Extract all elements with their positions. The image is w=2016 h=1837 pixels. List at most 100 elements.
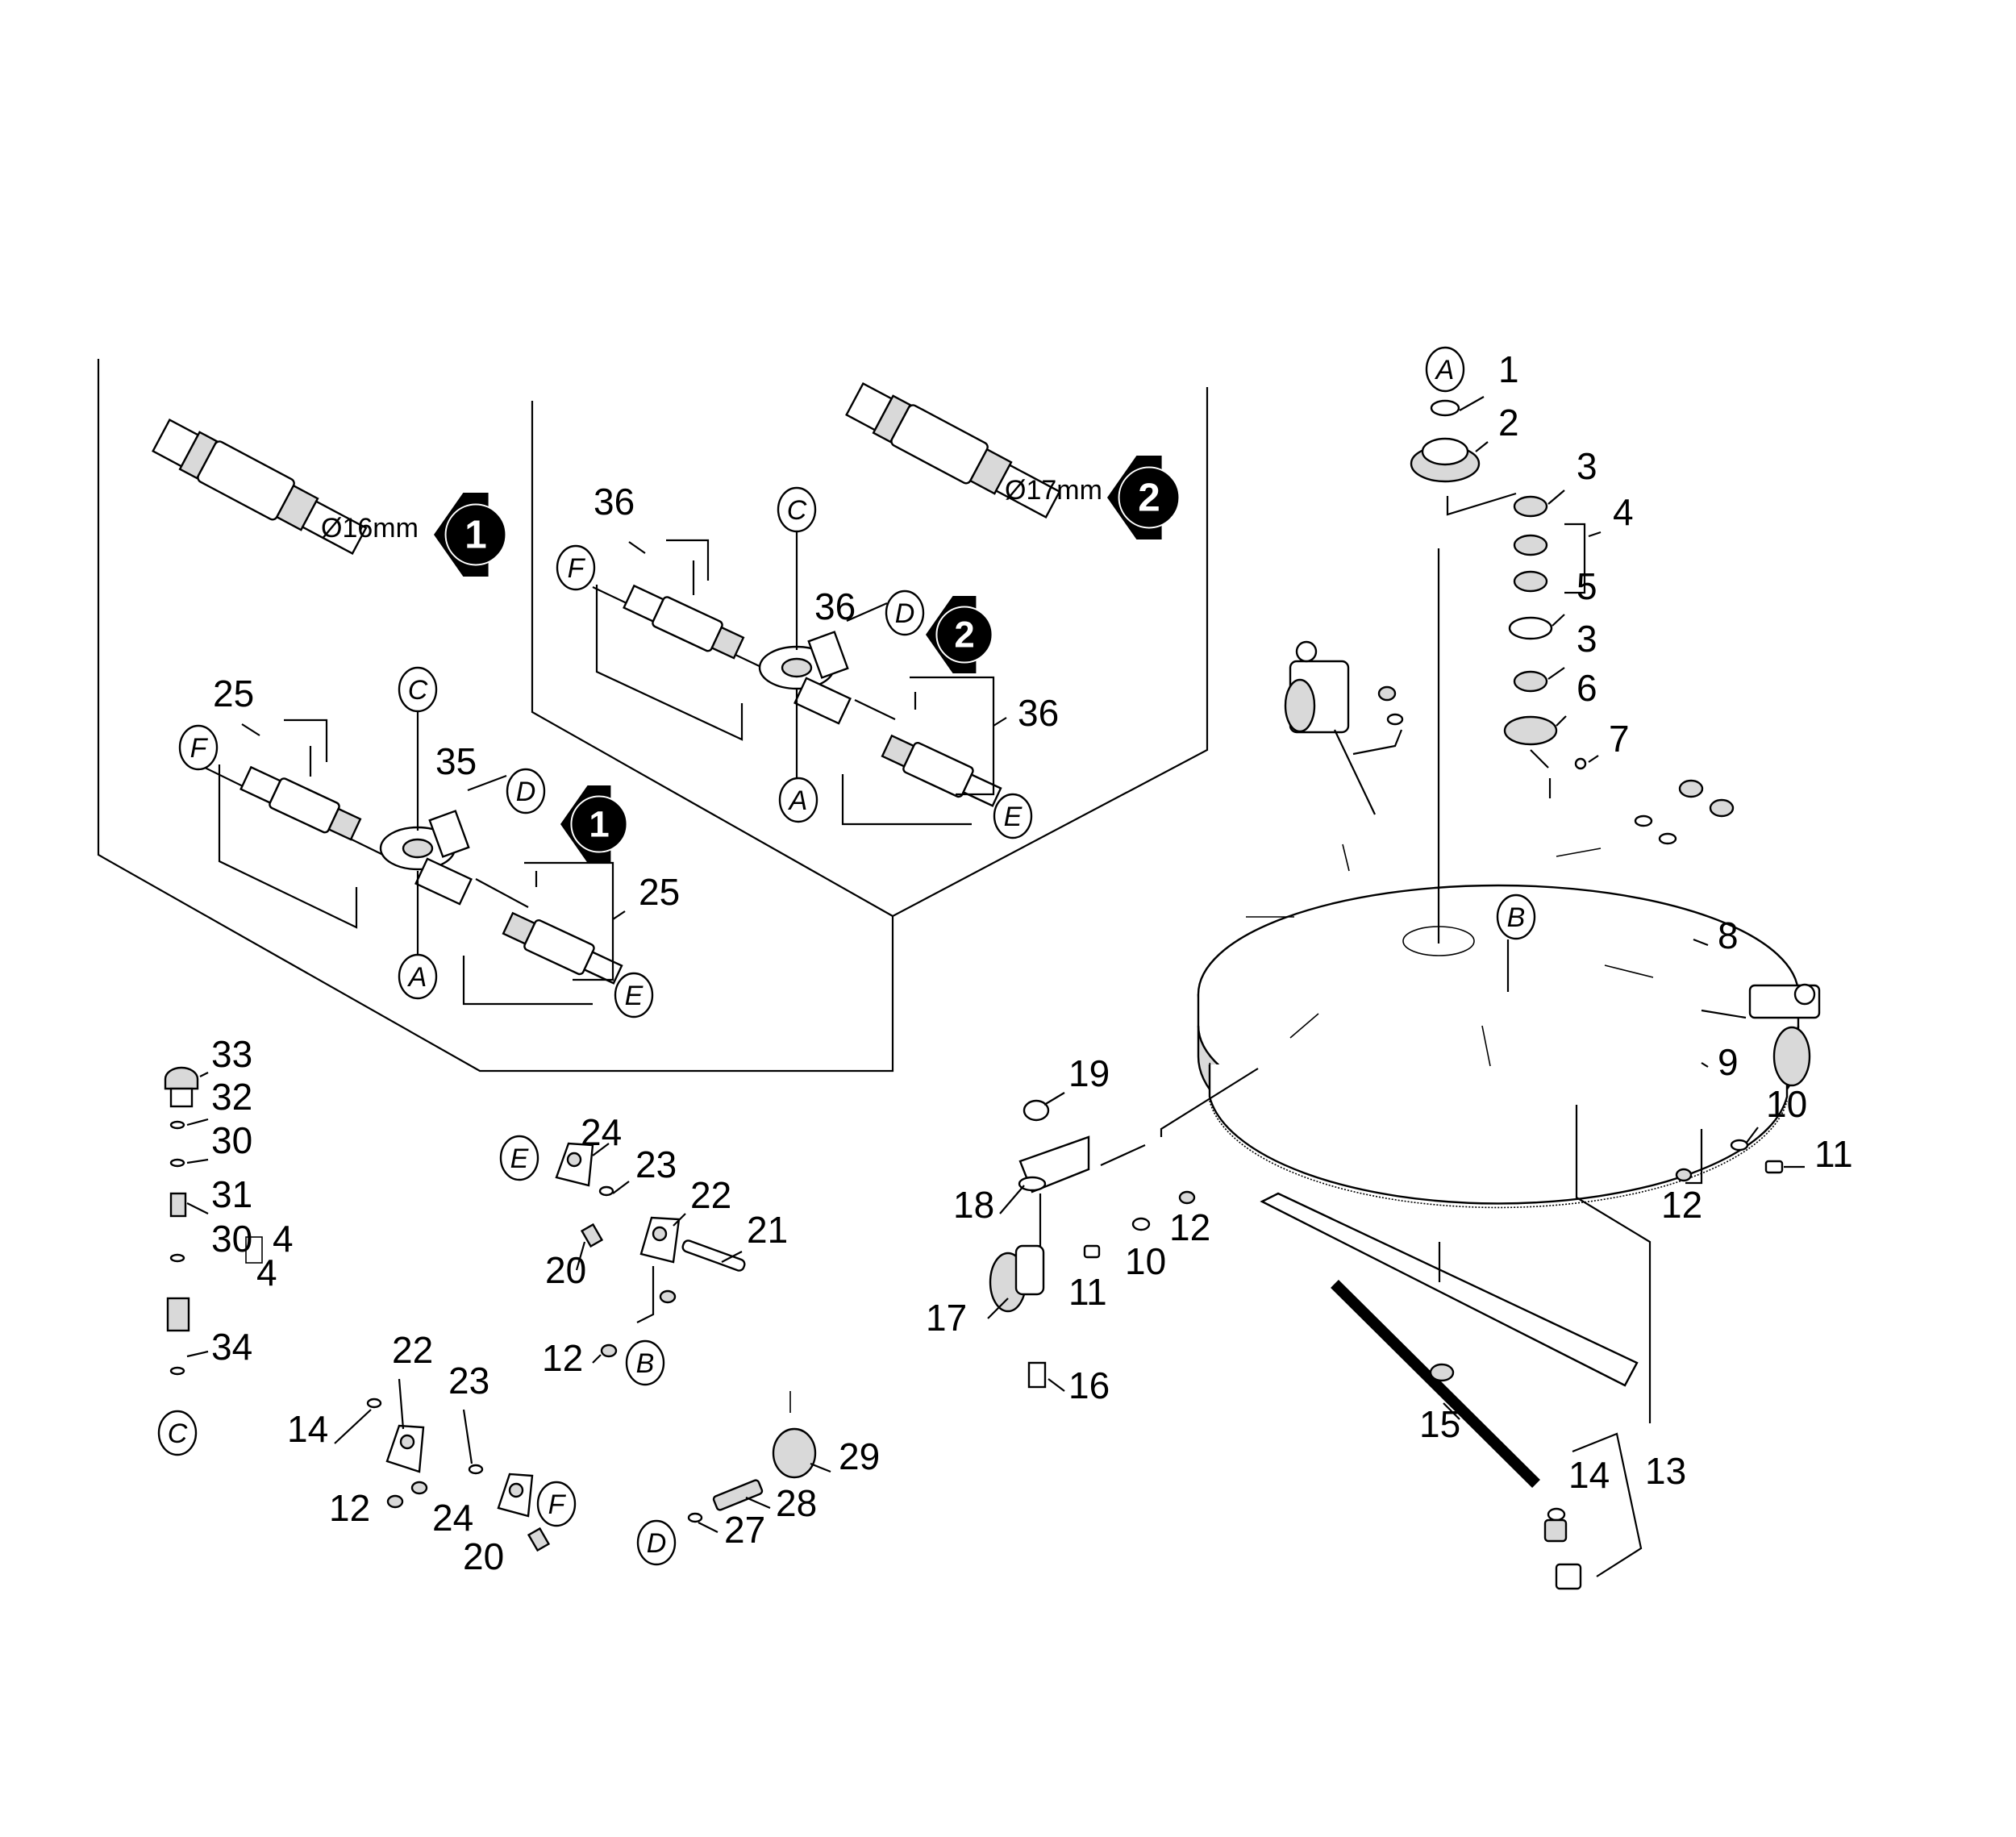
part-number-16: 16 — [1068, 1364, 1110, 1406]
ref-letter-text: A — [788, 785, 808, 816]
ref-letter-text: E — [510, 1143, 529, 1174]
part-number-36b: 36 — [814, 585, 856, 627]
ref-letter-circle — [506, 768, 546, 814]
diameter-label-v2: Ø17mm — [1005, 475, 1102, 506]
nozzle-27-29 — [687, 1391, 817, 1523]
ref-letter-A-top: A — [1425, 346, 1465, 393]
ref-letter-F-left: F — [178, 724, 219, 771]
variant-frames — [97, 359, 1209, 1073]
ref-letter-text: A — [1435, 355, 1455, 385]
surface-cleaner-disc — [1197, 548, 1800, 1209]
caster-wheel-bottom — [989, 1068, 1259, 1389]
badge-circle — [570, 795, 628, 853]
ref-letter-text: C — [787, 495, 807, 526]
ref-letter-text: F — [190, 733, 209, 764]
nozzle-stack — [164, 1066, 263, 1376]
ref-letter-A-left: A — [398, 953, 438, 1000]
ref-letter-circle — [178, 724, 219, 771]
ref-letter-text: B — [1507, 902, 1526, 933]
part-number-14a: 14 — [1568, 1454, 1610, 1496]
hub-stack — [1410, 399, 1587, 798]
caster-wheel-top — [1284, 640, 1403, 815]
nozzle-head-16mm — [152, 418, 368, 556]
ref-letter-text: A — [407, 962, 427, 993]
leader-lines — [186, 396, 1805, 1533]
badge-number: 2 — [954, 614, 974, 655]
part-number-7: 7 — [1609, 718, 1630, 760]
ref-letter-circle — [157, 1410, 198, 1456]
diameter-label-v1: Ø16mm — [321, 513, 419, 544]
ref-letter-F-bottom: F — [536, 1481, 577, 1527]
ref-letter-E-right: E — [993, 793, 1033, 839]
part-number-5: 5 — [1577, 565, 1597, 607]
spray-arm-assembly-2 — [592, 528, 1007, 826]
ref-letter-A-right: A — [778, 777, 818, 823]
part-number-12a: 12 — [1661, 1184, 1702, 1226]
part-number-29: 29 — [839, 1435, 880, 1477]
spray-bar — [1331, 1280, 1643, 1590]
part-number-24b: 24 — [432, 1497, 473, 1539]
badge-circle — [1118, 466, 1181, 529]
spray-arm-assembly-1 — [201, 707, 626, 1006]
part-number-25b: 25 — [639, 871, 680, 913]
assembly-badge-b1-assy: 1 — [560, 785, 628, 863]
part-number-25a: 25 — [213, 673, 254, 714]
ref-letter-circle — [625, 1339, 665, 1386]
part-number-23a: 23 — [635, 1143, 677, 1185]
ref-letter-text: F — [568, 553, 586, 584]
part-number-6: 6 — [1577, 667, 1597, 709]
ref-letter-circle — [778, 777, 818, 823]
badge-circle — [444, 503, 507, 566]
part-number-4a: 4 — [1613, 491, 1634, 533]
part-number-28: 28 — [776, 1482, 817, 1524]
part-number-3b: 3 — [1577, 618, 1597, 660]
ref-letter-text: D — [647, 1528, 667, 1559]
ref-letter-circle — [993, 793, 1033, 839]
part-number-33: 33 — [211, 1033, 252, 1075]
caster-wheel-right — [1701, 983, 1821, 1087]
ref-letter-circle — [556, 544, 596, 591]
part-number-10a: 10 — [1766, 1083, 1807, 1125]
part-number-10b: 10 — [1125, 1240, 1166, 1282]
part-number-27: 27 — [724, 1509, 765, 1551]
part-number-30b: 30 — [211, 1218, 252, 1260]
ref-letter-circle — [636, 1519, 677, 1566]
ref-letter-D-bottom: D — [636, 1519, 677, 1566]
part-number-32: 32 — [211, 1076, 252, 1118]
ref-letter-circle — [885, 589, 925, 636]
variant-badge-v1: 1 — [434, 493, 507, 577]
ref-letter-C-bottom: C — [157, 1410, 198, 1456]
part-number-14b: 14 — [287, 1408, 328, 1450]
ref-letter-circle — [1496, 894, 1536, 940]
ref-letter-circle — [777, 486, 817, 533]
part-number-36a: 36 — [594, 481, 635, 523]
ref-letter-text: F — [548, 1489, 567, 1520]
assembly-badge-b2-assy: 2 — [926, 596, 993, 673]
ref-letter-text: E — [625, 981, 644, 1011]
ref-letter-text: D — [895, 598, 915, 629]
bracket-parts — [366, 1142, 746, 1552]
part-number-8: 8 — [1718, 914, 1739, 956]
part-number-4b: 4 — [273, 1218, 294, 1260]
ref-letter-E-mid: E — [499, 1135, 539, 1181]
part-number-30a: 30 — [211, 1119, 252, 1161]
part-number-9: 9 — [1718, 1041, 1739, 1083]
ref-letter-circle — [614, 972, 654, 1018]
badge-number: 1 — [589, 803, 609, 844]
badge-circle — [935, 606, 993, 664]
brush-plate — [1260, 1105, 1652, 1423]
ref-letter-circle — [499, 1135, 539, 1181]
variant-badge-v2: 2 — [1107, 456, 1181, 539]
part-number-12c: 12 — [542, 1337, 583, 1379]
part-number-23b: 23 — [448, 1360, 489, 1402]
ref-letter-text: C — [168, 1418, 188, 1449]
ref-letter-text: E — [1004, 802, 1023, 832]
ref-letter-C-right: C — [777, 486, 817, 533]
ref-letter-circle — [536, 1481, 577, 1527]
part-number-19: 19 — [1068, 1052, 1110, 1094]
part-number-11b: 11 — [1068, 1271, 1107, 1313]
part-number-20b: 20 — [463, 1535, 504, 1577]
